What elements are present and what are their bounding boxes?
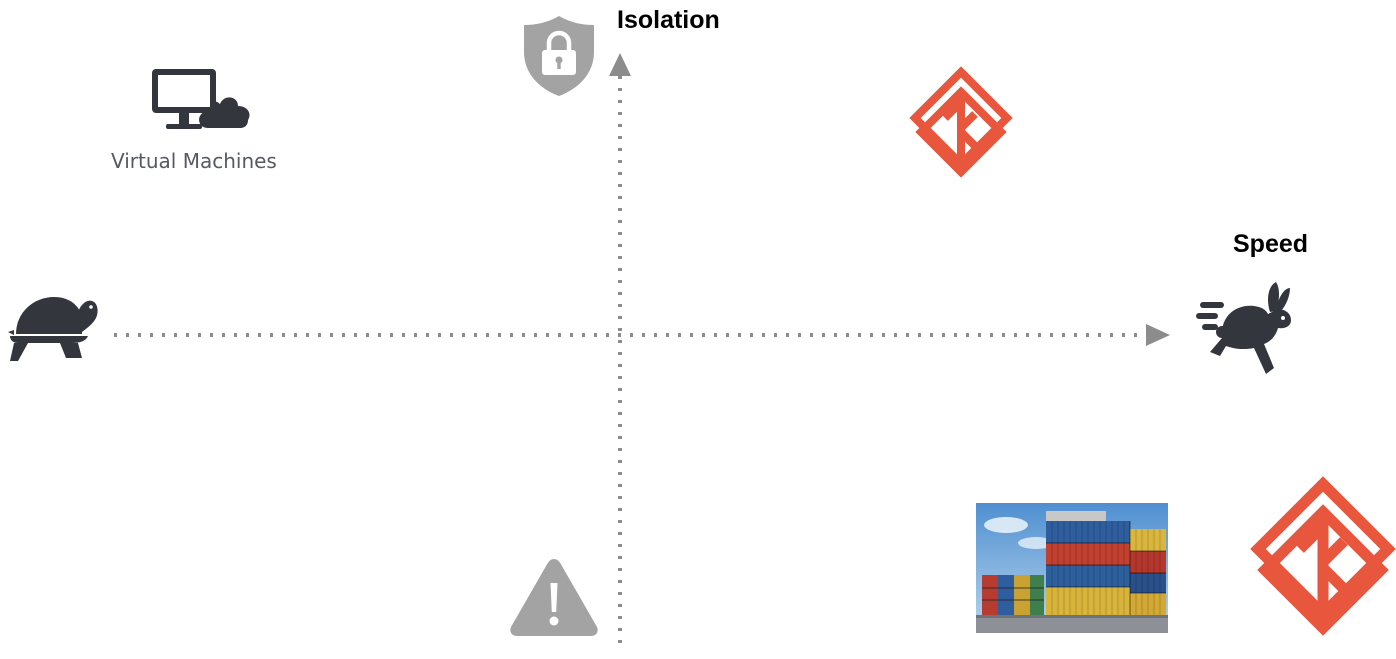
monitor-with-cloud-icon <box>150 66 254 138</box>
speed-axis-label: Speed <box>1233 232 1308 257</box>
orange-diamond-logo-icon <box>1250 476 1396 652</box>
horizontal-axis-arrowhead <box>1146 324 1170 346</box>
turtle-icon <box>8 290 100 366</box>
orange-diamond-logo-icon <box>909 66 1013 188</box>
isolation-axis-label: Isolation <box>617 8 720 33</box>
shipping-containers-photo <box>976 503 1168 633</box>
shield-lock-icon <box>521 14 597 98</box>
warning-triangle-icon <box>508 556 600 638</box>
rabbit-icon <box>1196 280 1296 380</box>
vertical-axis-arrowhead <box>609 53 631 76</box>
virtual-machines-caption: Virtual Machines <box>111 151 277 171</box>
